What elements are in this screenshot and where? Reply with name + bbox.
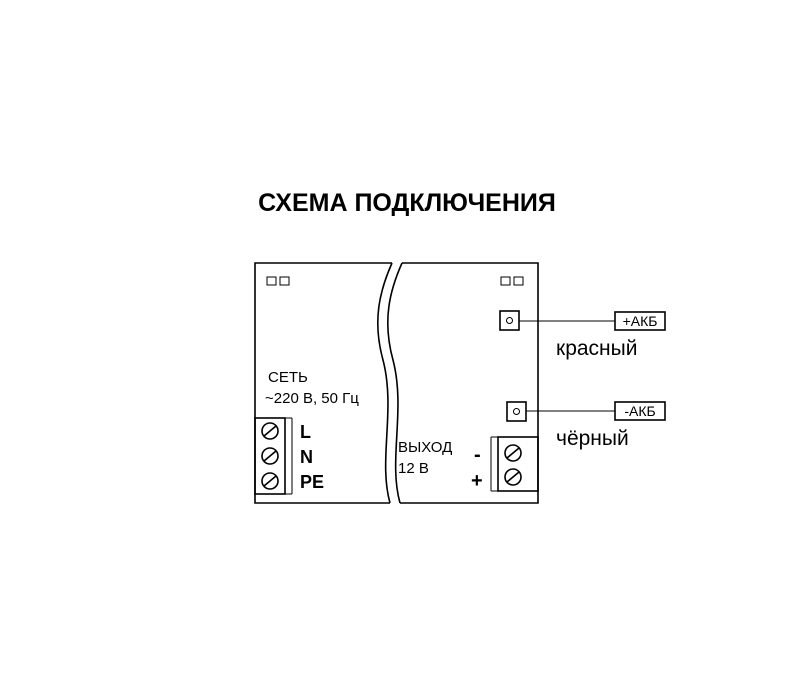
battery-negative-connection	[506, 401, 666, 422]
mount-hole-left-2	[279, 276, 290, 286]
output-minus-sign: -	[474, 444, 481, 466]
terminal-label-n: N	[300, 447, 313, 467]
screw-icon	[261, 447, 279, 465]
screw-icon	[504, 468, 522, 486]
output-terminal-block	[490, 436, 539, 492]
mount-hole-right-2	[513, 276, 524, 286]
device-left-half	[254, 262, 393, 504]
battery-negative-tag-box	[614, 401, 666, 421]
battery-positive-connection	[499, 310, 666, 331]
diagram-title: СХЕМА ПОДКЛЮЧЕНИЯ	[258, 189, 556, 217]
screw-icon	[261, 422, 279, 440]
battery-positive-tag: +АКБ	[623, 313, 658, 329]
output-label: ВЫХОД	[398, 439, 452, 456]
terminal-dot-icon	[506, 317, 513, 324]
battery-positive-terminal	[499, 310, 520, 331]
terminal-label-pe: PE	[300, 472, 324, 492]
battery-positive-tag-box	[614, 311, 666, 331]
output-plus-sign: +	[471, 470, 483, 492]
mount-hole-left	[266, 276, 277, 286]
mains-spec: ~220 В, 50 Гц	[265, 390, 359, 407]
mains-label: СЕТЬ	[268, 369, 308, 386]
positive-wire-color: красный	[556, 337, 637, 360]
screw-icon	[504, 444, 522, 462]
output-spec: 12 В	[398, 460, 429, 477]
terminal-label-l: L	[300, 422, 311, 442]
input-terminal-block	[254, 417, 293, 495]
negative-wire-color: чёрный	[556, 427, 629, 450]
mount-hole-right	[500, 276, 511, 286]
terminal-dot-icon	[513, 408, 520, 415]
battery-negative-tag: -АКБ	[624, 403, 655, 419]
screw-icon	[261, 472, 279, 490]
device-right-half	[387, 262, 539, 504]
battery-negative-terminal	[506, 401, 527, 422]
